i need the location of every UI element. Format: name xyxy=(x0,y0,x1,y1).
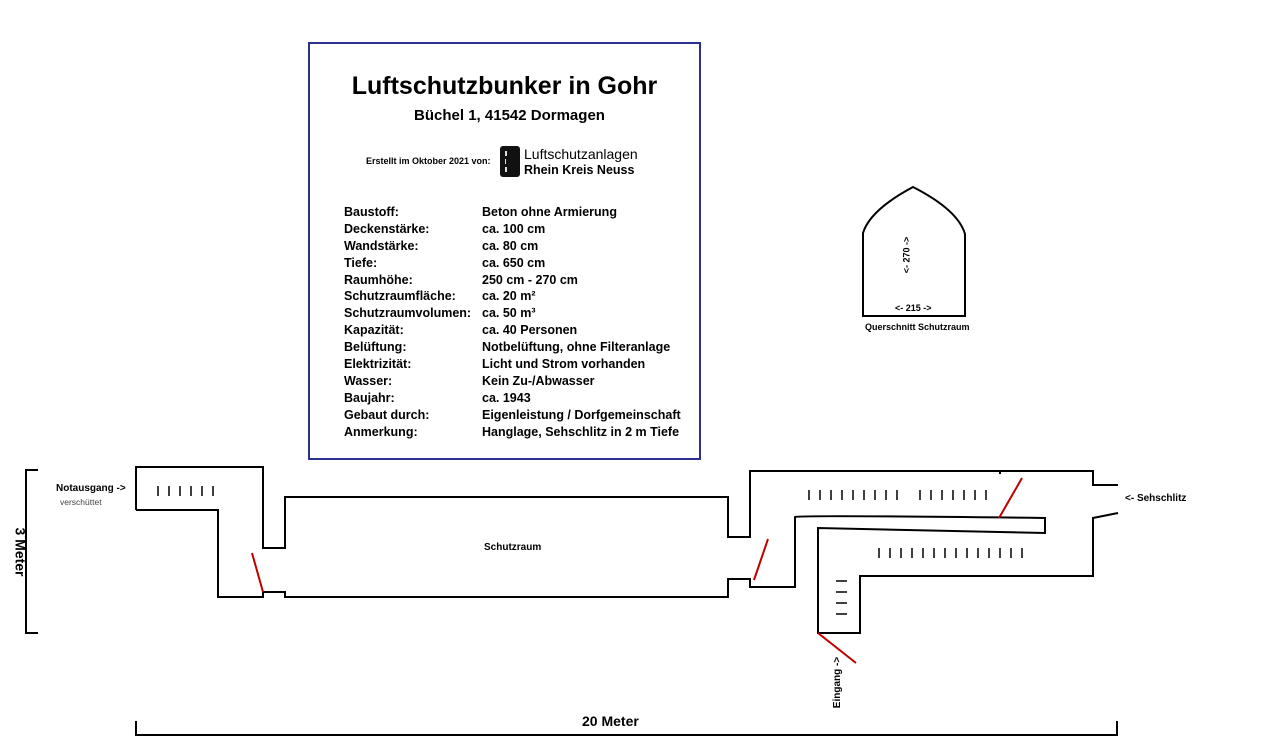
spec-label: Wasser: xyxy=(344,373,393,388)
emergency-exit-note: verschüttet xyxy=(60,497,102,507)
logo-icon xyxy=(500,146,520,177)
info-box: Luftschutzbunker in Gohr Büchel 1, 41542… xyxy=(308,42,701,460)
spec-label: Belüftung: xyxy=(344,340,407,355)
spec-value: Licht und Strom vorhanden xyxy=(482,357,646,372)
logo-text-line2: Rhein Kreis Neuss xyxy=(524,163,635,177)
steps-upper-corridor xyxy=(808,490,987,500)
logo-text-line1: Luftschutzanlagen xyxy=(524,146,638,162)
spec-label: Kapazität: xyxy=(344,323,404,338)
spec-value: ca. 100 cm xyxy=(482,221,546,236)
horizontal-scale-label: 20 Meter xyxy=(582,713,639,729)
door-shelter-right xyxy=(753,538,769,581)
created-note: Erstellt im Oktober 2021 von: xyxy=(366,156,491,166)
spec-label: Wandstärke: xyxy=(344,238,419,253)
spec-label: Gebaut durch: xyxy=(344,407,430,422)
spec-value: Notbelüftung, ohne Filteranlage xyxy=(482,340,671,355)
spec-label: Schutzraumfläche: xyxy=(344,289,456,304)
emergency-exit-inner-wall xyxy=(136,509,1119,634)
spec-label: Baustoff: xyxy=(344,205,399,219)
address: Büchel 1, 41542 Dormagen xyxy=(414,107,605,124)
spec-label: Schutzraumvolumen: xyxy=(344,306,472,321)
cross-section-width-label: <- 215 -> xyxy=(895,303,932,313)
spec-value: Kein Zu-/Abwasser xyxy=(482,373,595,388)
spec-value: ca. 650 cm xyxy=(482,255,546,270)
spec-value: ca. 1943 xyxy=(482,390,531,405)
spec-value: ca. 80 cm xyxy=(482,238,539,253)
spec-label: Baujahr: xyxy=(344,390,395,405)
spec-label: Tiefe: xyxy=(344,255,378,270)
emergency-exit-label: Notausgang -> xyxy=(56,483,126,494)
door-emergency xyxy=(251,552,264,593)
spec-value: ca. 20 m² xyxy=(482,289,536,304)
emergency-exit-wall xyxy=(135,466,1118,549)
cross-section-caption: Querschnitt Schutzraum xyxy=(865,322,970,332)
steps-emergency-exit xyxy=(157,486,214,496)
door-slit-corridor xyxy=(998,477,1023,519)
spec-label: Deckenstärke: xyxy=(344,221,430,236)
spec-value: Hanglage, Sehschlitz in 2 m Tiefe xyxy=(482,424,680,439)
page-title: Luftschutzbunker in Gohr xyxy=(351,72,658,100)
spec-value: Eigenleistung / Dorfgemeinschaft xyxy=(482,407,681,422)
spec-value: ca. 50 m³ xyxy=(482,306,536,321)
horizontal-scale-bar xyxy=(135,721,1118,736)
steps-entrance xyxy=(836,580,847,615)
vertical-scale-bar xyxy=(25,469,38,634)
steps-middle-corridor xyxy=(878,548,1023,558)
shelter-room-label: Schutzraum xyxy=(484,542,542,553)
spec-label: Anmerkung: xyxy=(344,424,418,439)
spec-value: 250 cm - 270 cm xyxy=(482,272,578,287)
spec-label: Raumhöhe: xyxy=(344,272,413,287)
cross-section-height-label: <- 270 -> xyxy=(901,236,912,274)
slit-label: <- Sehschlitz xyxy=(1125,493,1187,504)
spec-label: Elektrizität: xyxy=(344,357,412,372)
door-entrance xyxy=(817,632,857,664)
vertical-scale-label: 3 Meter xyxy=(12,527,29,577)
cross-section-outline xyxy=(862,185,966,317)
entrance-label: Eingang -> xyxy=(832,656,844,709)
spec-value: Beton ohne Armierung xyxy=(482,205,617,219)
spec-value: ca. 40 Personen xyxy=(482,323,578,338)
